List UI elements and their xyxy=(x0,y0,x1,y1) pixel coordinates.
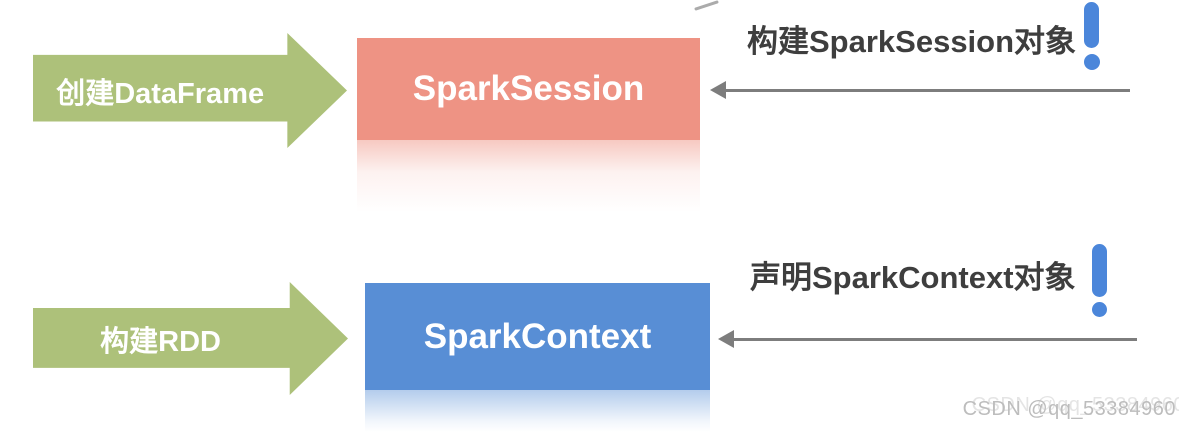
exclamation-dot xyxy=(1092,302,1107,317)
arrowhead-left-icon xyxy=(710,81,726,99)
sparkcontext-reflection xyxy=(365,390,710,432)
left-arrow-to-sparksession xyxy=(710,81,1130,99)
sparkcontext-box: SparkContext xyxy=(365,283,710,390)
left-arrow-to-sparkcontext xyxy=(718,330,1137,348)
block-arrow-build-rdd: 构建RDD xyxy=(33,282,348,395)
create-dataframe-label: 创建DataFrame xyxy=(56,77,265,110)
arrow-shaft xyxy=(723,89,1130,92)
sparksession-reflection xyxy=(357,140,700,212)
arrow-shaft xyxy=(731,338,1137,341)
arrowhead-left-icon xyxy=(718,330,734,348)
block-arrow-create-dataframe: 创建DataFrame xyxy=(33,33,347,148)
cropped-stroke xyxy=(694,0,719,11)
exclamation-bar xyxy=(1084,2,1099,48)
build-rdd-label: 构建RDD xyxy=(100,325,221,358)
exclamation-dot xyxy=(1084,54,1100,70)
exclamation-bar xyxy=(1092,244,1107,297)
annotation-build-sparksession: 构建SparkSession对象 xyxy=(747,24,1077,59)
sparkcontext-box-label: SparkContext xyxy=(423,316,652,356)
annotation-declare-sparkcontext: 声明SparkContext对象 xyxy=(750,260,1076,295)
sparksession-box-label: SparkSession xyxy=(412,69,645,108)
watermark: CSDN @qq_53384960 xyxy=(962,398,1176,420)
sparksession-box: SparkSession xyxy=(357,38,700,140)
